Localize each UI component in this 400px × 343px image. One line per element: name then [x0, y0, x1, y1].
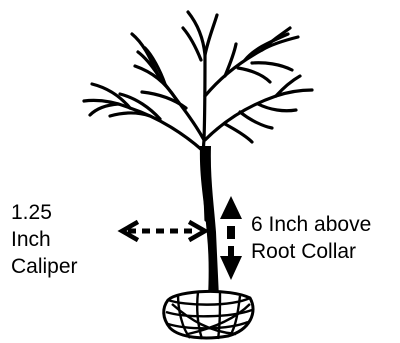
height-arrow-down-head: [220, 256, 242, 280]
trunk: [200, 146, 219, 298]
caliper-label-line-2: Inch: [11, 226, 78, 253]
height-arrow-dash: [227, 226, 235, 239]
caliper-arrow-right-head: [191, 223, 205, 239]
caliper-label-line-3: Caliper: [11, 253, 78, 280]
root-ball: [164, 291, 253, 339]
caliper-arrow: [122, 223, 205, 239]
height-arrow-up-head: [220, 196, 242, 219]
height-label-line-2: Root Collar: [251, 238, 371, 265]
tree-branches: [84, 12, 312, 220]
height-label-line-1: 6 Inch above: [251, 211, 371, 238]
height-label: 6 Inch above Root Collar: [251, 211, 371, 265]
height-arrow: [220, 196, 242, 280]
caliper-label: 1.25 Inch Caliper: [11, 199, 78, 280]
caliper-label-line-1: 1.25: [11, 199, 78, 226]
